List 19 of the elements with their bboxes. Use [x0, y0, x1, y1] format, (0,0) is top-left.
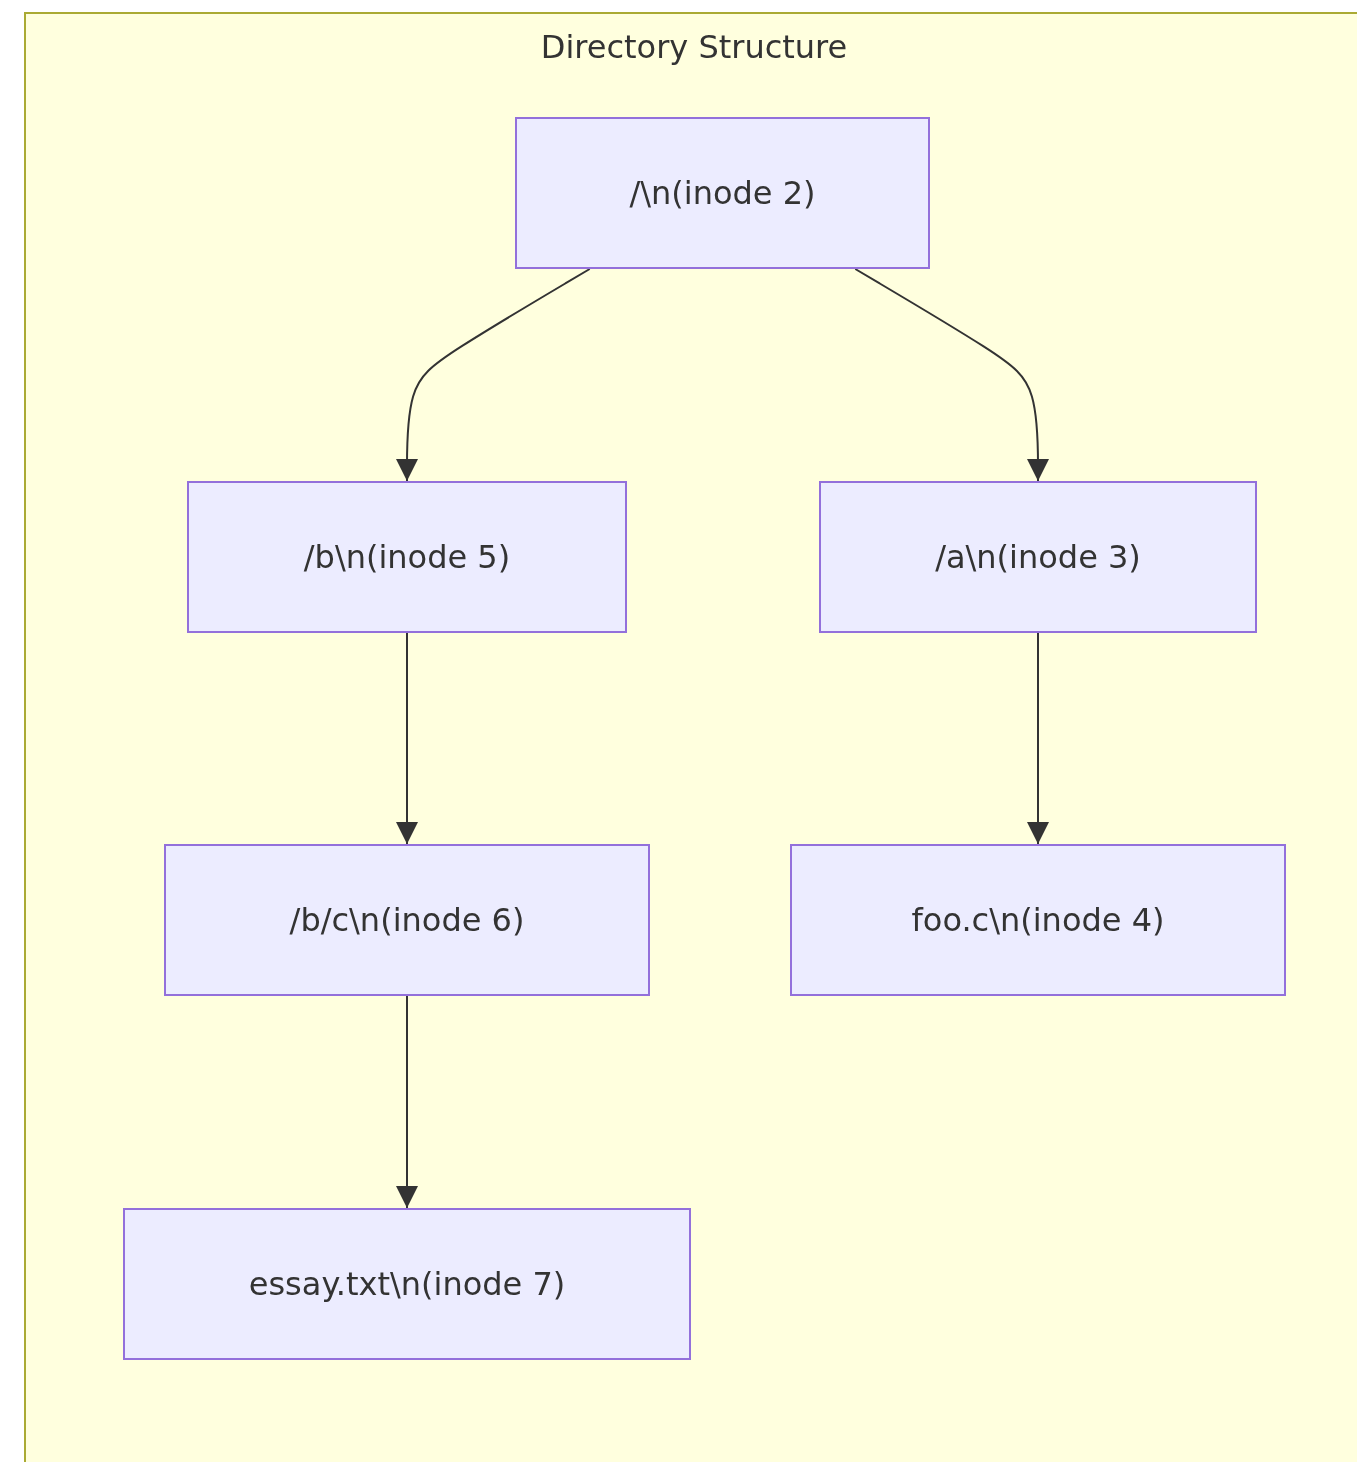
process-box: [819, 481, 1257, 633]
arrow: [396, 995, 418, 1209]
node-label: foo.c\n(inode 4): [911, 901, 1165, 939]
group-title: Directory Structure: [540, 28, 848, 66]
node-label: essay.txt\n(inode 7): [248, 1265, 566, 1303]
arrow: [396, 268, 591, 482]
arrow: [1027, 632, 1049, 845]
process-box: [123, 1208, 691, 1360]
group-frame: [24, 12, 1357, 1462]
process-box: [515, 117, 930, 269]
process-box: [790, 844, 1286, 996]
node-label: /\n(inode 2): [629, 174, 816, 212]
node-label: /a\n(inode 3): [935, 538, 1141, 576]
arrow: [854, 268, 1049, 482]
node-label: /b/c\n(inode 6): [289, 901, 525, 939]
process-box: [164, 844, 650, 996]
arrow: [396, 632, 418, 845]
process-box: [187, 481, 627, 633]
node-label: /b\n(inode 5): [303, 538, 511, 576]
